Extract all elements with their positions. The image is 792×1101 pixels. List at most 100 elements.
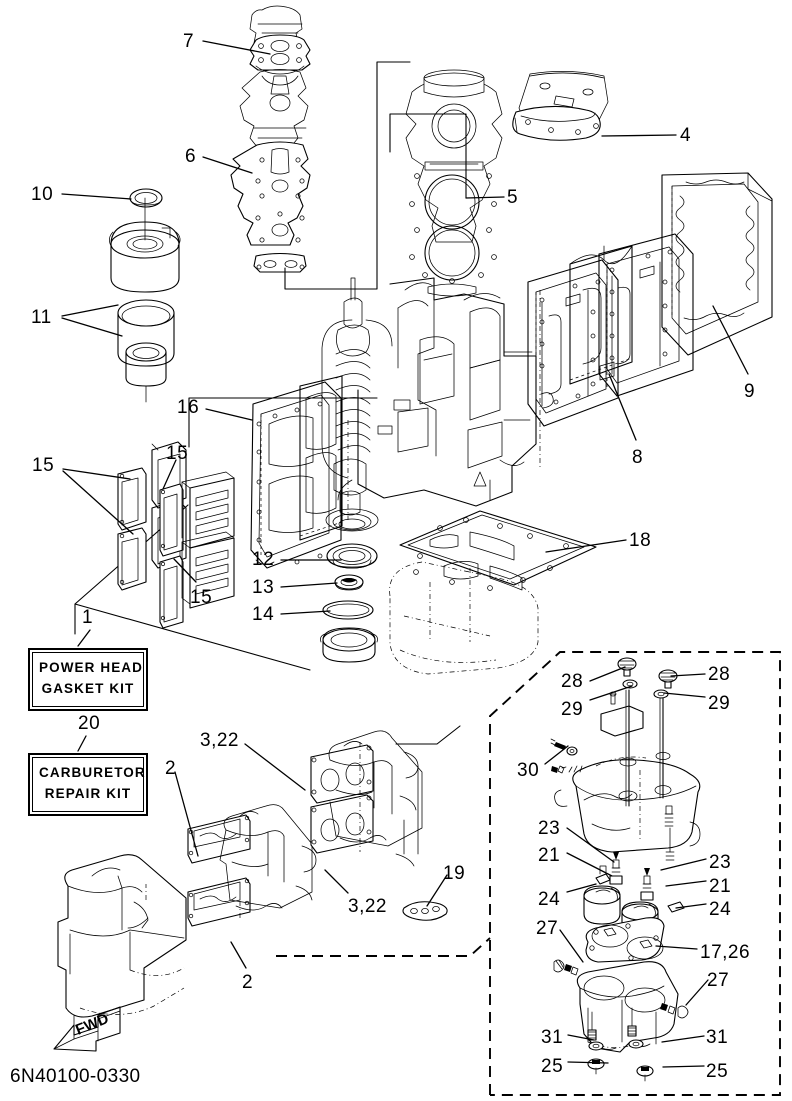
part-30-clip (551, 765, 583, 774)
leader-6 (202, 156, 253, 174)
sheet-part-number: 6N40100-0330 (10, 1066, 141, 1087)
part-23-needle-left (609, 852, 623, 885)
callout-4: 4 (680, 125, 692, 146)
part-15-reed-gasket-right (159, 483, 184, 629)
leader-31-a (567, 1034, 595, 1041)
leader-24-b (675, 903, 707, 909)
callout-25-b: 25 (706, 1061, 729, 1082)
leader-11 (61, 304, 119, 317)
carburetor-exploded-group (550, 657, 701, 1082)
part-25-washer-left (587, 1041, 605, 1075)
part-11-ring (117, 299, 175, 367)
carburetor-repair-kit-inner: CARBURETOR REPAIR KIT (32, 757, 146, 812)
part-13-seal (334, 574, 364, 591)
leader-4 (601, 134, 677, 137)
part-3-22-gasket-lower (310, 794, 374, 854)
callout-28-a: 28 (561, 671, 584, 692)
leader-1 (77, 629, 91, 647)
callout-14: 14 (252, 604, 275, 625)
callout-23-b: 23 (709, 852, 732, 873)
callout-31-b: 31 (706, 1027, 729, 1048)
callout-3,22-a: 3,22 (200, 730, 239, 751)
power-head-gasket-kit-line: GASKET KIT (41, 680, 135, 696)
power-head-gasket-kit: POWER HEAD GASKET KIT (28, 648, 148, 711)
leader-15-a (62, 468, 131, 480)
part-28-screw-right (658, 669, 678, 689)
callout-8: 8 (632, 447, 644, 468)
part-25-washer-right (628, 1039, 654, 1082)
callout-13: 13 (252, 577, 275, 598)
part-housing-lower (109, 197, 181, 293)
leader-27-b (685, 979, 709, 1006)
leader-21-b (665, 880, 707, 887)
leader-15-b (162, 459, 177, 490)
leader-24-a (566, 883, 597, 893)
part-24-jet-right (667, 901, 685, 913)
callout-27-b: 27 (707, 970, 730, 991)
callout-24-b: 24 (709, 899, 732, 920)
part-8-intake-gasket-front (527, 259, 619, 427)
part-seal-housing-lower (320, 627, 378, 663)
part-7-cylinder-head-cover (249, 5, 311, 86)
callout-2-a: 2 (165, 758, 177, 779)
leader-8 (608, 373, 637, 441)
part-19-flange-gasket (402, 901, 448, 921)
part-3-22-gasket-upper (310, 744, 374, 804)
leader-7 (202, 40, 271, 55)
leader-9 (712, 305, 749, 375)
callout-27-a: 27 (536, 918, 559, 939)
callout-2-b: 2 (242, 972, 254, 993)
dashed-boundaries (276, 651, 781, 1096)
leader-15-c (173, 558, 197, 583)
leader-14 (280, 610, 331, 615)
callout-31-a: 31 (541, 1027, 564, 1048)
callout-25-a: 25 (541, 1056, 564, 1077)
leader-17,26 (655, 945, 698, 950)
leader-19 (426, 874, 448, 907)
callout-21-b: 21 (709, 876, 732, 897)
leader-3,22-a (244, 743, 306, 791)
callout-18: 18 (629, 530, 652, 551)
part-float-bracket (600, 691, 644, 737)
part-23-needle-right (640, 868, 654, 901)
leader-15-a (62, 470, 134, 535)
callout-leader-lines (61, 40, 749, 1068)
carburetor-repair-kit-line: REPAIR KIT (44, 785, 132, 801)
part-18-exhaust-gasket (399, 510, 597, 591)
callout-6: 6 (185, 146, 197, 167)
part-float-chamber (554, 752, 701, 853)
carburetor-repair-kit-line: CARBURETOR (39, 765, 146, 780)
callout-23-a: 23 (538, 818, 561, 839)
part-17-26-gasket-plate (585, 917, 665, 963)
leader-13 (280, 582, 338, 588)
part-2-gasket-lower (187, 877, 251, 927)
callout-15-b: 15 (166, 443, 189, 464)
part-10-oil-seal (129, 188, 163, 208)
callout-19: 19 (443, 863, 466, 884)
lower-assembly-boundary (276, 937, 491, 957)
part-31-screw-left (587, 1011, 597, 1041)
callout-15-c: 15 (190, 587, 213, 608)
leader-21-a (566, 852, 613, 877)
carburetor-repair-kit: CARBURETOR REPAIR KIT (28, 753, 148, 816)
callout-29-b: 29 (708, 693, 731, 714)
part-31-screw-right (627, 1007, 637, 1037)
callout-5: 5 (507, 187, 519, 208)
part-11-collar (125, 342, 167, 403)
callout-7: 7 (183, 31, 195, 52)
callout-30: 30 (517, 760, 540, 781)
part-reed-block (569, 245, 633, 385)
part-16-crankcase-gasket (250, 381, 342, 569)
leader-29-b (663, 692, 706, 698)
leader-3,22-b (324, 869, 349, 894)
part-float-left (583, 885, 621, 925)
leader-25-b (662, 1065, 705, 1068)
callout-24-a: 24 (538, 889, 561, 910)
callout-9: 9 (744, 381, 756, 402)
power-head-gasket-kit-line: POWER HEAD (39, 660, 144, 675)
leader-30 (544, 745, 569, 765)
leader-31-b (661, 1035, 705, 1043)
part-9-reed-plate-gasket-rear (661, 172, 773, 356)
part-15-reed-gaskets-left (117, 467, 147, 591)
